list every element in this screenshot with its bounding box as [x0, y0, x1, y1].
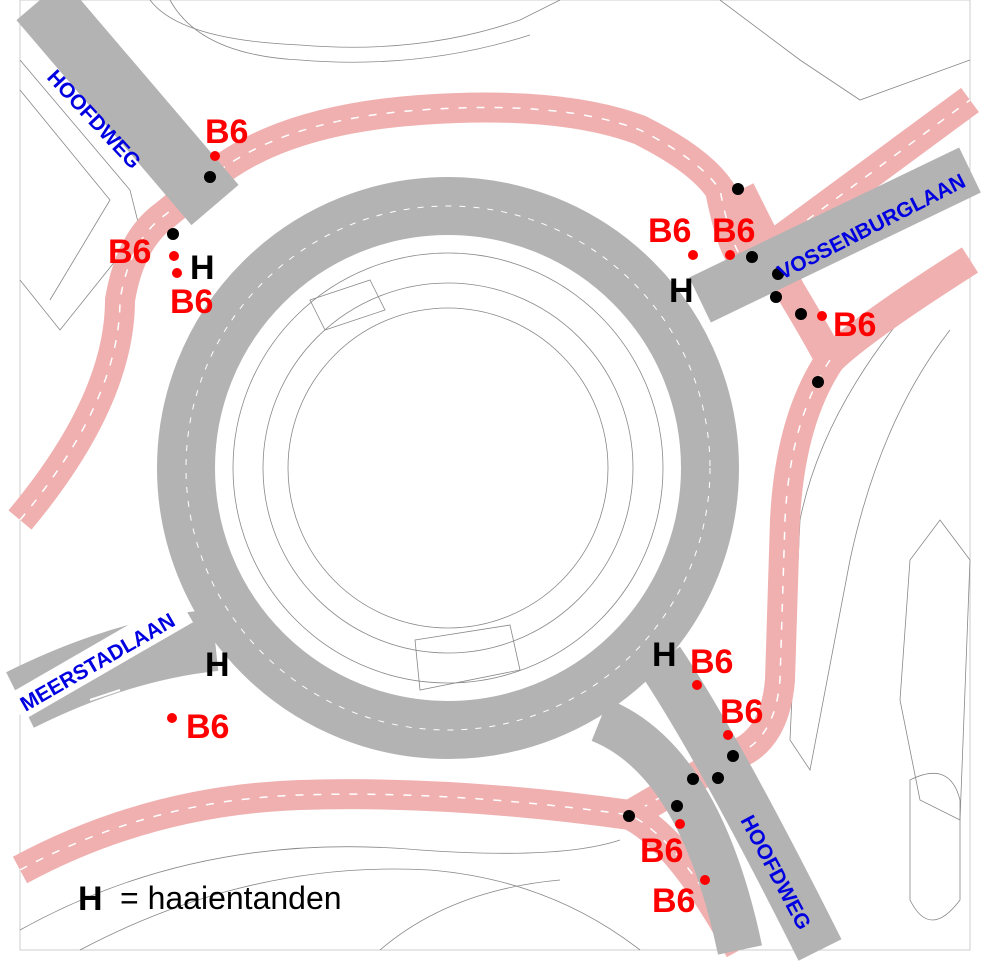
b6-label: B6 — [648, 212, 691, 250]
sign-markers — [167, 151, 827, 885]
yield-marker: H — [652, 636, 677, 674]
b6-label: B6 — [205, 113, 248, 151]
b6-label: B6 — [170, 283, 213, 321]
b6-label: B6 — [720, 693, 763, 731]
legend-text: = haaientanden — [120, 880, 342, 916]
b6-label: B6 — [108, 233, 151, 271]
yield-marker: H — [669, 272, 694, 310]
b6-label: B6 — [690, 643, 733, 681]
roads — [6, 0, 981, 961]
yield-marker: H — [190, 249, 215, 287]
background-lines — [19, 0, 971, 951]
crossing-points — [167, 171, 824, 822]
legend: H = haaientanden — [78, 880, 342, 918]
legend-symbol: H — [78, 880, 103, 918]
yield-marker: H — [205, 646, 230, 684]
b6-label: B6 — [833, 306, 876, 344]
b6-label: B6 — [186, 708, 229, 746]
b6-labels: B6 B6 B6 B6 B6 B6 B6 B6 B6 B6 B6 — [108, 113, 876, 920]
yield-markers: H H H H — [190, 249, 694, 684]
b6-label: B6 — [712, 212, 755, 250]
b6-label: B6 — [652, 882, 695, 920]
b6-label: B6 — [640, 832, 683, 870]
